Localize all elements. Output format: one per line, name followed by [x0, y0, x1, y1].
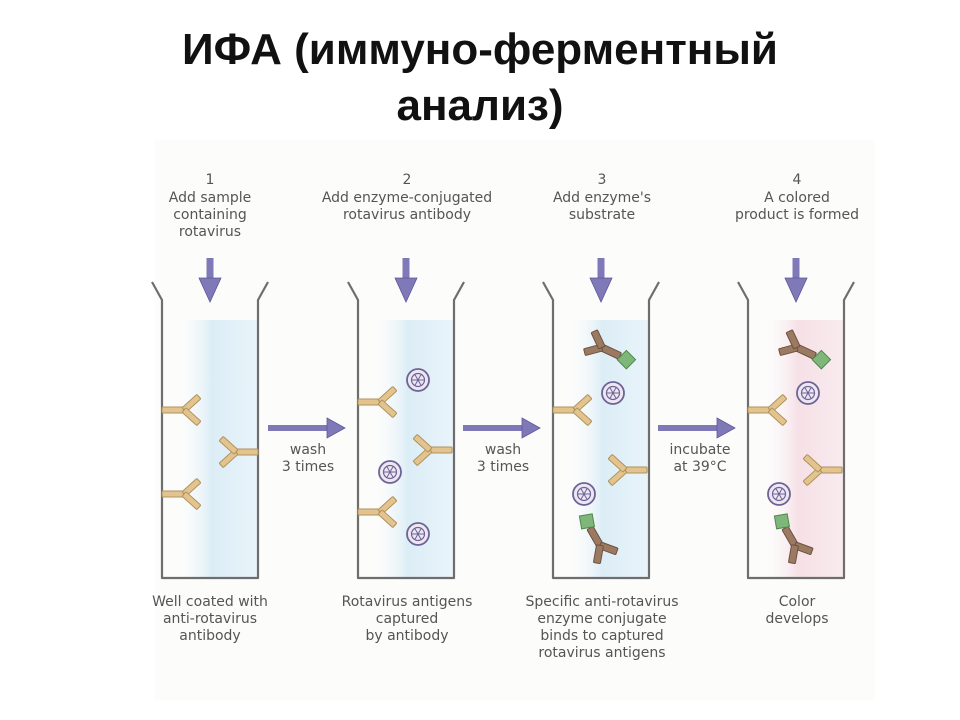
transition-3-label-line: at 39°C — [655, 459, 745, 476]
down-arrow-shaft — [598, 258, 605, 280]
antibody-stem — [820, 467, 842, 473]
step-1-caption-line: Well coated with — [120, 594, 300, 611]
well-4 — [738, 282, 854, 578]
right-arrow-shaft — [463, 425, 524, 431]
antibody-stem — [430, 447, 452, 453]
step-4-number: 4 — [777, 172, 817, 189]
antibody-stem — [162, 407, 184, 413]
transition-1-label-line: 3 times — [268, 459, 348, 476]
antibody-stem — [553, 407, 575, 413]
step-3-caption-line: rotavirus antigens — [507, 645, 697, 662]
right-arrow-head — [327, 418, 345, 438]
antigen-icon — [407, 523, 429, 545]
transition-1-label: wash 3 times — [268, 442, 348, 476]
well-3 — [543, 282, 659, 578]
step-4-caption: Color develops — [707, 594, 887, 628]
step-1-instruction-line: containing — [120, 207, 300, 224]
right-arrow-shaft — [658, 425, 719, 431]
step-3-caption-line: Specific anti-rotavirus — [507, 594, 697, 611]
transition-1-label-line: wash — [268, 442, 348, 459]
antibody-stem — [358, 399, 380, 405]
right-arrow-icon — [658, 418, 735, 438]
step-1-caption-line: anti-rotavirus — [120, 611, 300, 628]
step-3-caption: Specific anti-rotavirus enzyme conjugate… — [507, 594, 697, 662]
antibody-stem — [748, 407, 770, 413]
down-arrow-head — [785, 278, 807, 302]
down-arrow-icon — [590, 258, 612, 302]
step-1-instruction-line: Add sample — [120, 190, 300, 207]
antigen-icon — [797, 382, 819, 404]
step-4-instruction-line: product is formed — [707, 207, 887, 224]
step-4-caption-line: Color — [707, 594, 887, 611]
transition-3-label-line: incubate — [655, 442, 745, 459]
step-3-instruction-line: Add enzyme's — [512, 190, 692, 207]
step-2-instruction-line: Add enzyme-conjugated — [297, 190, 517, 207]
step-3-instruction-line: substrate — [512, 207, 692, 224]
transition-3-label: incubate at 39°C — [655, 442, 745, 476]
step-1-number: 1 — [190, 172, 230, 189]
antibody-stem — [625, 467, 647, 473]
antigen-icon — [573, 483, 595, 505]
well-2 — [348, 282, 464, 578]
well-solution — [760, 320, 844, 578]
step-3-instruction: Add enzyme's substrate — [512, 190, 692, 224]
antigen-icon — [407, 369, 429, 391]
antibody-stem — [162, 491, 184, 497]
down-arrow-icon — [199, 258, 221, 302]
well-1 — [152, 282, 268, 578]
step-4-caption-line: develops — [707, 611, 887, 628]
antigen-icon — [379, 461, 401, 483]
down-arrow-head — [199, 278, 221, 302]
down-arrow-head — [590, 278, 612, 302]
step-2-caption-line: captured — [317, 611, 497, 628]
down-arrow-shaft — [207, 258, 214, 280]
right-arrow-icon — [268, 418, 345, 438]
step-2-caption-line: Rotavirus antigens — [317, 594, 497, 611]
step-3-caption-line: binds to captured — [507, 628, 697, 645]
step-2-number: 2 — [387, 172, 427, 189]
transition-2-label-line: wash — [463, 442, 543, 459]
enzyme-icon — [774, 514, 789, 529]
step-4-instruction: A colored product is formed — [707, 190, 887, 224]
step-1-instruction-line: rotavirus — [120, 224, 300, 241]
antibody-stem — [236, 449, 258, 455]
step-1-caption-line: antibody — [120, 628, 300, 645]
right-arrow-shaft — [268, 425, 329, 431]
down-arrow-icon — [785, 258, 807, 302]
transition-2-label: wash 3 times — [463, 442, 543, 476]
down-arrow-icon — [395, 258, 417, 302]
step-3-number: 3 — [582, 172, 622, 189]
step-2-instruction-line: rotavirus antibody — [297, 207, 517, 224]
antigen-icon — [768, 483, 790, 505]
step-4-instruction-line: A colored — [707, 190, 887, 207]
right-arrow-head — [717, 418, 735, 438]
transition-2-label-line: 3 times — [463, 459, 543, 476]
step-1-caption: Well coated with anti-rotavirus antibody — [120, 594, 300, 645]
step-2-instruction: Add enzyme-conjugated rotavirus antibody — [297, 190, 517, 224]
step-1-instruction: Add sample containing rotavirus — [120, 190, 300, 241]
down-arrow-shaft — [793, 258, 800, 280]
right-arrow-icon — [463, 418, 540, 438]
step-3-caption-line: enzyme conjugate — [507, 611, 697, 628]
step-2-caption-line: by antibody — [317, 628, 497, 645]
step-2-caption: Rotavirus antigens captured by antibody — [317, 594, 497, 645]
enzyme-icon — [579, 514, 594, 529]
well-solution — [565, 320, 649, 578]
antigen-icon — [602, 382, 624, 404]
right-arrow-head — [522, 418, 540, 438]
down-arrow-shaft — [403, 258, 410, 280]
down-arrow-head — [395, 278, 417, 302]
antibody-stem — [358, 509, 380, 515]
